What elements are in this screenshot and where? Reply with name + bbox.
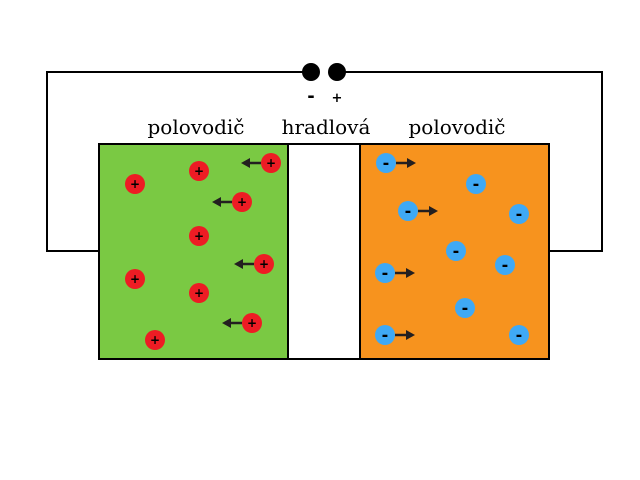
electron-charge-icon: - [455, 298, 475, 318]
hole-charge-icon: + [189, 283, 209, 303]
left-region-label: polovodič [147, 115, 244, 139]
electron-charge-icon: - [446, 241, 466, 261]
electron-charge-sign: - [473, 175, 480, 194]
hole-charge-sign: + [194, 164, 204, 178]
electron-charge-sign: - [405, 202, 412, 221]
hole-charge-sign: + [130, 272, 140, 286]
negative-terminal-sign: - [307, 86, 314, 107]
hole-charge-icon: + [232, 192, 252, 212]
arrow-left-icon [222, 318, 242, 328]
electron-charge-sign: - [502, 256, 509, 275]
hole-charge-icon: + [261, 153, 281, 173]
electron-charge-sign: - [462, 299, 469, 318]
electron-charge-icon: - [509, 204, 529, 224]
hole-charge-icon: + [125, 174, 145, 194]
arrow-right-icon [395, 330, 415, 340]
positive-terminal-sign: + [332, 91, 343, 106]
electron-charge-sign: - [382, 264, 389, 283]
hole-charge-icon: + [189, 226, 209, 246]
arrow-left-icon [234, 259, 254, 269]
arrow-left-icon [241, 158, 261, 168]
junction-label-line1: hradlová [282, 115, 371, 139]
arrow-right-icon [396, 158, 416, 168]
arrow-right-icon [395, 268, 415, 278]
electron-charge-icon: - [376, 153, 396, 173]
hole-charge-icon: + [242, 313, 262, 333]
right-region-label: polovodič [408, 115, 505, 139]
charges-layer: + + + + + + + + + + - - - - - - - - - - [125, 153, 529, 350]
electron-charge-icon: - [375, 263, 395, 283]
depletion-layer [287, 143, 361, 360]
hole-charge-icon: + [125, 269, 145, 289]
positive-terminal-icon [328, 63, 346, 81]
electron-charge-sign: - [516, 205, 523, 224]
electron-charge-icon: - [509, 325, 529, 345]
hole-charge-sign: + [237, 195, 247, 209]
hole-charge-sign: + [259, 257, 269, 271]
electron-charge-icon: - [495, 255, 515, 275]
hole-charge-icon: + [189, 161, 209, 181]
electron-charge-sign: - [383, 154, 390, 173]
arrow-left-icon [212, 197, 232, 207]
electron-charge-icon: - [398, 201, 418, 221]
hole-charge-sign: + [194, 286, 204, 300]
hole-charge-sign: + [266, 156, 276, 170]
electron-charge-icon: - [466, 174, 486, 194]
hole-charge-sign: + [247, 316, 257, 330]
arrow-right-icon [418, 206, 438, 216]
hole-charge-sign: + [130, 177, 140, 191]
circuit-wire [46, 71, 603, 252]
hole-charge-sign: + [150, 333, 160, 347]
hole-charge-icon: + [145, 330, 165, 350]
electron-charge-sign: - [382, 326, 389, 345]
hole-charge-icon: + [254, 254, 274, 274]
electron-charge-icon: - [375, 325, 395, 345]
negative-terminal-icon [302, 63, 320, 81]
hole-charge-sign: + [194, 229, 204, 243]
electron-charge-sign: - [453, 242, 460, 261]
electron-charge-sign: - [516, 326, 523, 345]
